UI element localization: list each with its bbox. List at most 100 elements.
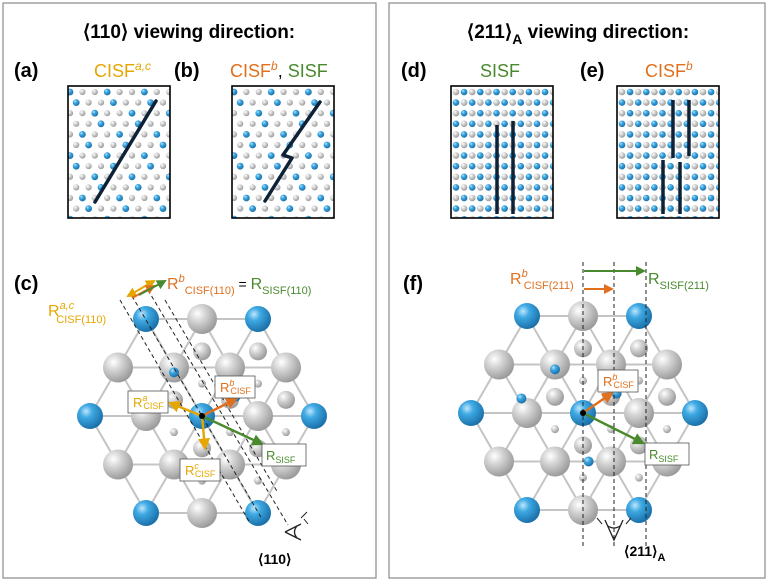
atom [61,78,67,84]
atom [178,152,185,159]
atom [651,99,658,106]
atom [651,173,658,181]
atom [691,109,699,117]
atom [280,88,287,96]
atom [147,205,154,212]
atom [541,99,549,106]
atom [184,226,191,233]
atom [184,163,191,170]
atom [317,110,324,117]
atom [517,162,525,170]
atom-gray [187,304,217,335]
atom [224,184,231,191]
atom [85,99,92,106]
atom [501,141,508,149]
atom [634,131,642,138]
atom [699,109,707,117]
atom [274,205,281,212]
atom [97,99,105,106]
atom [651,152,658,159]
atom [533,88,541,96]
atom [461,215,468,218]
atom [232,173,238,180]
atom [79,131,86,138]
atom [311,141,318,149]
atom [323,184,331,191]
atom [299,227,305,233]
guide-line-c4 [164,299,279,494]
atom [110,205,117,212]
atom [675,99,682,106]
atom [485,141,492,149]
atom [323,141,331,149]
atom [707,141,715,149]
atom [330,131,334,138]
atom [179,110,185,116]
atom [517,141,525,149]
atom [116,173,123,180]
atom [667,88,674,96]
atom [85,205,92,213]
left-panel-title: ⟨110⟩ viewing direction: [83,22,295,43]
atom [659,120,666,128]
atom [237,184,244,191]
atom-gray [512,398,542,428]
atom [691,88,699,96]
atom [166,152,170,159]
atom [626,99,634,106]
atom [305,152,312,160]
box-r-cisf-b [214,375,256,399]
atom [123,227,129,233]
atom [691,205,699,212]
atom [509,215,516,218]
atom [135,141,142,149]
atom [634,173,642,181]
atom-medium [658,387,676,406]
atom [172,163,178,169]
atom [292,109,300,117]
atom [493,215,500,218]
atom [336,100,342,106]
atom [541,205,549,212]
atom [104,131,111,138]
atom [54,110,61,117]
atom [651,205,658,212]
atom [626,194,634,202]
atom [452,184,460,191]
atom [72,162,80,170]
atom [691,141,699,149]
atom [667,184,674,191]
atom-blue [133,499,159,526]
atom [243,194,250,202]
atom [618,173,626,181]
atom [635,215,642,218]
atom [485,99,492,106]
panel-a-caption: CISFa,c [94,59,151,81]
atom [691,99,699,106]
atom [643,215,650,218]
atom [68,131,74,138]
atom [469,215,476,218]
atom [501,162,508,170]
atom-gray [568,301,598,332]
panel-a-label: (a) [14,60,38,82]
atom [634,184,642,191]
atom [707,120,715,128]
panel-b-caption: CISFb, SISF [230,59,328,81]
vector-sisf-top [138,280,167,296]
atom [73,205,80,212]
panel-e-label: (e) [580,60,604,82]
atom [122,205,130,213]
atom [268,131,275,138]
atom [172,120,179,127]
atom [104,110,111,117]
atom-small [579,376,587,385]
atom [262,227,268,233]
atom [485,109,492,117]
panel-c-label: (c) [14,273,38,295]
atom [707,99,715,106]
atom [243,216,250,218]
atom-gray [271,352,301,383]
atom [343,131,349,137]
box-r-cisf-b-211 [597,369,639,393]
